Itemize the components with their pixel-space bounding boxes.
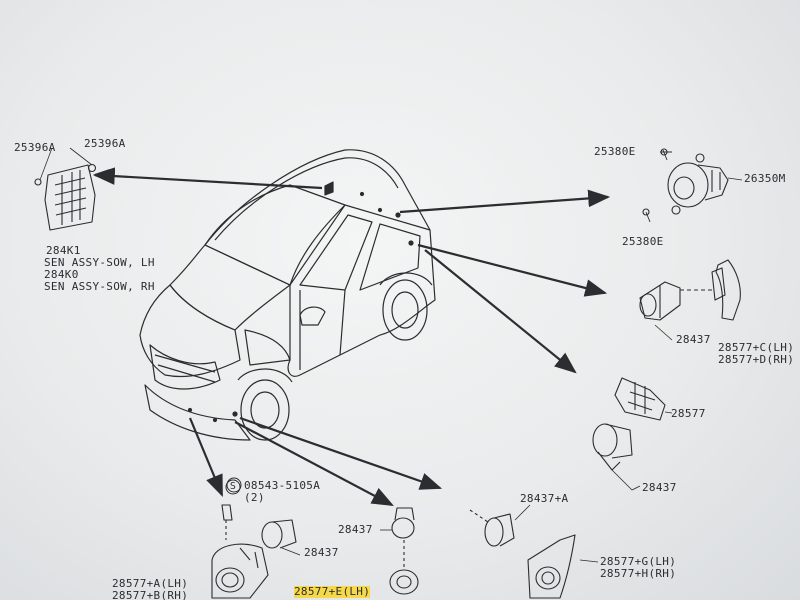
corner-sensor-holder [614, 377, 673, 421]
label-28437-center: 28437 [338, 523, 373, 536]
label-25380e-bottom: 25380E [622, 235, 664, 248]
arrow-to-front-center [234, 421, 394, 507]
label-25396a-left: 25396A [14, 141, 56, 154]
corner-parking-sensor [592, 423, 641, 491]
rear-bumper-bracket [680, 259, 741, 321]
side-radar-sensor [34, 147, 97, 231]
label-26350m: 26350M [744, 172, 786, 185]
label-25396a-right: 25396A [84, 137, 126, 150]
label-28577-right: 28577 [671, 407, 706, 420]
rear-parking-sensor [639, 281, 681, 341]
front-corner-holder [469, 504, 599, 599]
label-quantity-2: (2) [244, 491, 265, 504]
side-mount-sensor [642, 148, 743, 223]
arrow-to-front-left [188, 417, 224, 498]
label-284k1: 284K1 [46, 244, 81, 257]
label-28437-lower-right: 28437 [642, 481, 677, 494]
label-25380e-top: 25380E [594, 145, 636, 158]
label-sen-assy-rh: SEN ASSY-SOW, RH [44, 280, 155, 293]
label-28577-e-highlighted: 28577+E(LH) [294, 585, 371, 598]
label-28577-d: 28577+D(RH) [718, 353, 795, 366]
label-28437-bottom-left: 28437 [304, 546, 339, 559]
label-28437-a: 28437+A [520, 492, 569, 505]
arrow-to-rear-bracket [417, 243, 608, 297]
reference-arrows [92, 167, 611, 507]
arrow-to-front-corner [239, 416, 443, 490]
front-center-sensor [380, 507, 419, 595]
arrow-to-side-sensor [92, 167, 323, 190]
label-s-symbol: S [229, 481, 237, 492]
label-28577-a: 28577+A(LH) [112, 577, 189, 590]
vehicle-illustration [139, 149, 436, 441]
label-sen-assy-lh: SEN ASSY-SOW, LH [44, 256, 155, 269]
label-28577-g: 28577+G(LH) [600, 555, 677, 568]
label-28437-mid-right: 28437 [676, 333, 711, 346]
label-28577-h: 28577+H(RH) [600, 567, 677, 580]
label-08543-5105a: 08543-5105A [244, 479, 321, 492]
label-28577-b: 28577+B(RH) [112, 589, 189, 600]
label-28577-c: 28577+C(LH) [718, 341, 795, 354]
arrow-to-rear-sensor [424, 249, 577, 374]
label-284k0: 284K0 [44, 268, 79, 281]
arrow-to-side-mount [399, 189, 611, 214]
